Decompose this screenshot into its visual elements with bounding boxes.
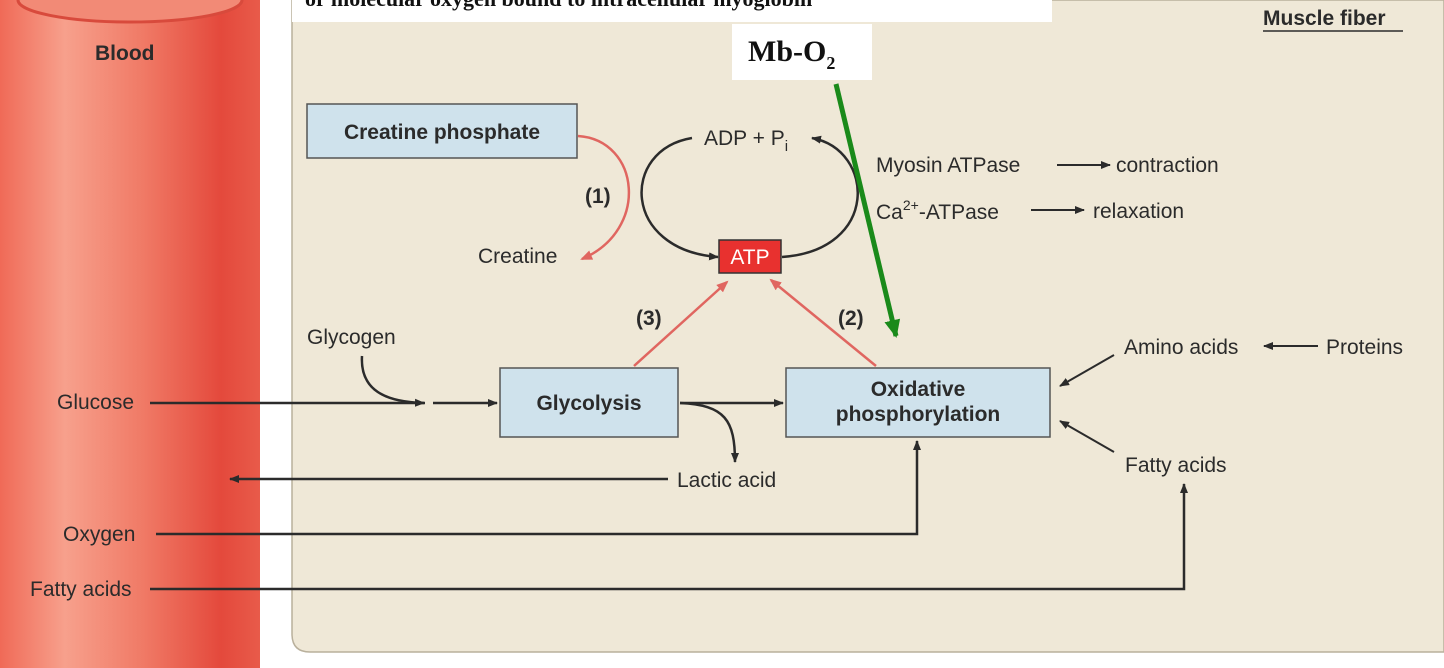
proteins-label: Proteins	[1326, 336, 1403, 359]
relaxation-label: relaxation	[1093, 200, 1184, 223]
blood-vessel-opening	[16, 0, 244, 24]
atp-label: ATP	[730, 246, 769, 269]
glycolysis-box	[499, 367, 679, 438]
caption-background	[292, 0, 1052, 22]
glycolysis-to-lactic-arrow	[679, 401, 739, 463]
oxygen-label: Oxygen	[63, 523, 135, 546]
top-caption: or molecular oxygen bound to intracellul…	[305, 0, 812, 11]
muscle-fiber-label: Muscle fiber	[1263, 7, 1386, 30]
oxygen-to-oxphos-arrow	[156, 440, 921, 536]
amino-to-oxphos-arrow	[1059, 354, 1115, 387]
contraction-label: contraction	[1116, 154, 1219, 177]
muscle-fiber-region	[291, 0, 1444, 653]
creatine-phosphate-box	[306, 103, 578, 159]
creatine-arrow	[577, 134, 630, 261]
glycogen-label: Glycogen	[307, 326, 396, 349]
myosin-atpase-label: Myosin ATPase	[876, 154, 1020, 177]
mb-o2-box	[732, 24, 872, 80]
creatine-label: Creatine	[478, 245, 557, 268]
creatine-phosphate-label: Creatine phosphate	[344, 121, 540, 144]
glycolysis-label: Glycolysis	[536, 392, 641, 415]
cycle-left-arrow	[640, 136, 719, 261]
fatty-acids-to-oxphos-arrow	[1059, 420, 1115, 453]
amino-acids-label: Amino acids	[1124, 336, 1238, 359]
oxphos-to-atp-arrow	[769, 278, 877, 367]
blood-vessel	[0, 0, 260, 668]
step3-label: (3)	[636, 307, 662, 330]
oxphos-label-line1: Oxidative	[871, 378, 966, 401]
oxphos-box	[785, 367, 1051, 438]
mb-o2-label: Mb-O2	[748, 35, 835, 73]
blood-label: Blood	[95, 42, 154, 65]
lactic-acid-label: Lactic acid	[677, 469, 776, 492]
fatty-acids-fiber-label: Fatty acids	[1125, 454, 1227, 477]
fatty-acids-blood-label: Fatty acids	[30, 578, 132, 601]
atp-box	[718, 239, 782, 274]
glucose-label: Glucose	[57, 391, 134, 414]
step1-label: (1)	[585, 185, 611, 208]
fatty-acids-transport-arrow	[150, 483, 1188, 591]
mb-o2-arrow	[833, 83, 901, 338]
cycle-right-arrow	[781, 135, 859, 259]
glycolysis-to-atp-arrow	[633, 280, 729, 367]
adp-label: ADP + Pi	[704, 127, 788, 155]
oxphos-label-line2: phosphorylation	[836, 403, 1001, 426]
ca-atpase-label: Ca2+-ATPase	[876, 197, 999, 224]
step2-label: (2)	[838, 307, 864, 330]
